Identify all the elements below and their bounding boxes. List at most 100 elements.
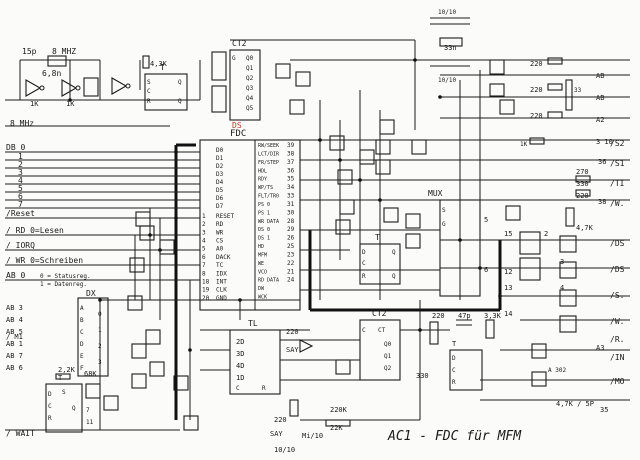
svg-text:S: S xyxy=(442,207,446,214)
svg-text:R: R xyxy=(262,385,266,392)
svg-text:R: R xyxy=(362,273,366,280)
mux-body xyxy=(439,199,481,297)
chip-dx: DX A B C D E F 0 1 2 3 xyxy=(77,211,175,389)
svg-text:Q: Q xyxy=(392,249,396,256)
osc-cap2-label: 6,8n xyxy=(42,69,61,78)
svg-text:Q: Q xyxy=(72,405,76,412)
fdc-pin-number-left-10: 20 xyxy=(202,295,210,302)
svg-text:12: 12 xyxy=(504,268,512,276)
fdc-pin-number-right-1: 38 xyxy=(287,150,295,157)
svg-text:Q5: Q5 xyxy=(246,105,254,112)
fdc-pin-hdl: HDL xyxy=(258,168,267,174)
gate-1 xyxy=(275,63,291,79)
iorq-signal: / IORQ xyxy=(6,241,35,250)
crystal-symbol xyxy=(47,55,67,67)
fdc-pin-number-left-6: 7 xyxy=(202,262,206,269)
ff-top-body xyxy=(144,73,188,111)
fdc-data-pin-7: D7 xyxy=(216,203,224,210)
fdc-pin-wr-data: WR DATA xyxy=(258,219,279,225)
address-ab1: AB 1 xyxy=(6,340,23,348)
bus-resistor-label: 4,7K / 5P xyxy=(556,400,594,408)
address-ab4: AB 4 xyxy=(6,316,23,324)
fdc-pin-number-right-14: 22 xyxy=(287,260,295,267)
svg-text:C: C xyxy=(452,367,456,374)
osc-r2-label: 1K xyxy=(66,100,75,108)
r-330-bot: 330 xyxy=(416,372,429,380)
handwritten-ds-mark: DS xyxy=(232,121,242,130)
mux-label: MUX xyxy=(428,189,443,198)
fdc-left-pins: RESET1RD2WR3CS4A05DACK6TC7IDX8INT18CLK19… xyxy=(202,213,234,302)
fdc-data-pin-6: D6 xyxy=(216,195,224,202)
cap-47p: 47p xyxy=(458,312,471,320)
gate-11 xyxy=(489,59,505,75)
osc-r1-label: 1K xyxy=(30,100,39,108)
right-label-a302: A 302 xyxy=(548,367,566,374)
ff-mid: T D C R Q Q xyxy=(335,199,421,285)
fdc-pin-number-right-15: 21 xyxy=(287,268,295,275)
gate-10 xyxy=(411,139,427,155)
svg-text:C: C xyxy=(48,403,52,410)
chip-tl: TL 2D 3D 4D 1D C R 220 SAY 220 SAY 10/10… xyxy=(229,319,351,454)
fdc-data-pin-4: D4 xyxy=(216,179,224,186)
r-220-mid: 220 xyxy=(530,86,543,94)
fdc-pin-clk: CLK xyxy=(216,287,227,294)
right-signal-0: /S2 xyxy=(610,139,625,148)
osc-inverter-1 xyxy=(25,79,42,97)
r-33k-label: 3,3K xyxy=(484,312,502,320)
ff-mid-label: T xyxy=(375,233,380,242)
right-top-ab-1: AB xyxy=(596,72,604,80)
svg-text:1: 1 xyxy=(18,152,23,161)
fdc-pin-lct-dir: LCT/DIR xyxy=(258,151,280,157)
fdc-pin-rd-data: RD DATA xyxy=(258,278,279,284)
fdc-pin-ps-0: PS 0 xyxy=(258,202,270,208)
svg-text:C: C xyxy=(80,329,84,336)
fdc-body xyxy=(199,139,301,311)
right-label-38: 38 xyxy=(598,198,606,206)
r-220-bottom: 220 xyxy=(274,416,287,424)
pin-number-labels: 12 13 14 15 2 3 4 xyxy=(504,230,564,318)
gate-7 xyxy=(375,139,391,155)
top-right-passives: 10/10 33n 10/10 220 220 220 33 1K xyxy=(430,9,582,148)
m1-signal: / M1 xyxy=(6,333,23,341)
a0-note-0: 0 = Statusreg. xyxy=(40,273,91,280)
svg-text:Q3: Q3 xyxy=(246,85,254,92)
fdc-pin-rdy: RDY xyxy=(258,177,267,183)
fdc-pin-dw: DW xyxy=(258,286,265,292)
gates-top xyxy=(275,59,515,185)
ff-top: T S C R Q Q 4,3K xyxy=(142,55,188,111)
diode-say-label: SAY xyxy=(286,346,299,354)
right-signal-9: /IN xyxy=(610,353,625,362)
chip-mux: MUX S G 5 6 xyxy=(428,189,488,297)
gate-3 xyxy=(289,99,305,115)
fdc-pin-ds-1: DS 1 xyxy=(258,236,270,242)
svg-text:Q1: Q1 xyxy=(384,353,392,360)
r-220-bot: 220 xyxy=(530,112,543,120)
cap-mi-label: Mi/10 xyxy=(302,432,323,440)
svg-text:C: C xyxy=(362,327,366,334)
right-top-ab-2: AB xyxy=(596,94,604,102)
oscillator: 15p 8 MHZ 6,8n 1K 1K 8 MHz xyxy=(10,47,131,128)
fdc-pin-number-right-2: 37 xyxy=(287,159,295,166)
ct2-top-label: CT2 xyxy=(232,39,247,48)
right-label-a3: A3 xyxy=(596,344,604,352)
fdc-pin-hd: HD xyxy=(258,244,264,250)
fdc-pin-wr: WR xyxy=(216,229,224,236)
svg-text:D: D xyxy=(362,249,366,256)
fdc-data-pin-3: D3 xyxy=(216,171,224,178)
fdc-label: FDC xyxy=(230,129,246,139)
fdc-data-pin-1: D1 xyxy=(216,155,224,162)
svg-text:3: 3 xyxy=(98,359,102,366)
svg-text:CT: CT xyxy=(378,327,386,334)
fdc-pin-number-right-11: 26 xyxy=(287,235,295,242)
clock-signal-label: 8 MHz xyxy=(10,119,34,128)
diode-say2-label: SAY xyxy=(270,430,283,438)
fdc-data-pin-2: D2 xyxy=(216,163,224,170)
fdc-pin-number-left-5: 6 xyxy=(202,254,206,261)
svg-text:Q: Q xyxy=(178,98,182,105)
gate-4 xyxy=(329,135,345,151)
ff-top-label: T xyxy=(160,63,165,72)
rd-signal: / RD 0=Lesen xyxy=(6,226,64,235)
clock-buffer xyxy=(111,77,128,95)
address-ab5: AB 5 xyxy=(6,328,23,336)
